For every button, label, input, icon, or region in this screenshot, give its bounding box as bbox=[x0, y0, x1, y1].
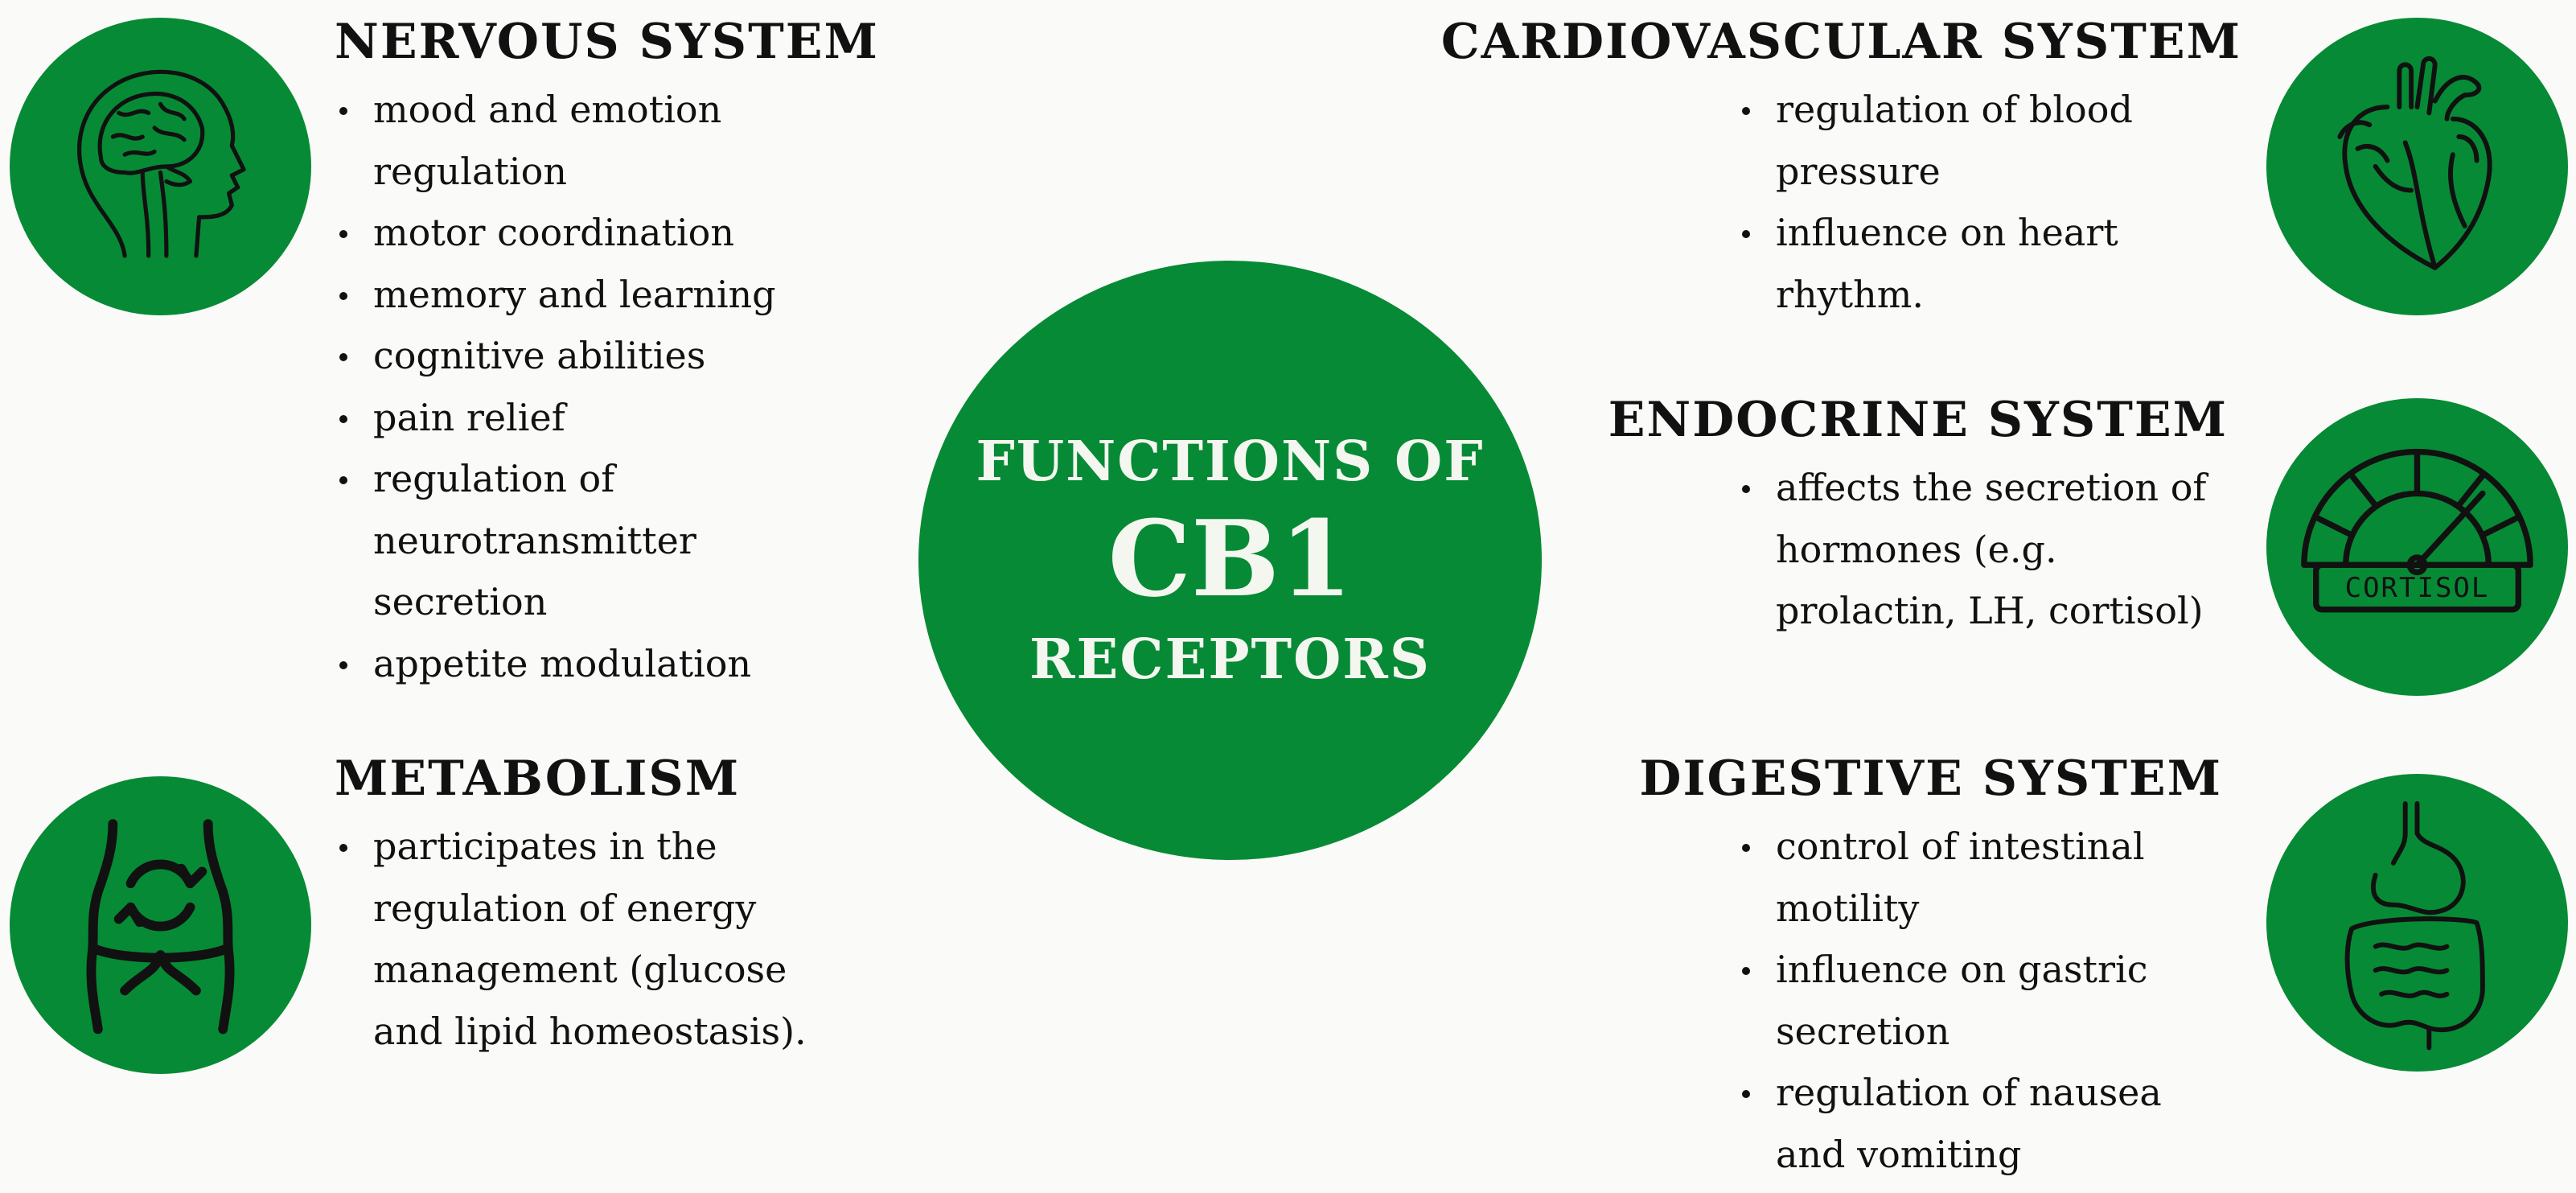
center-circle: FUNCTIONS OF CB1 RECEPTORS bbox=[918, 261, 1542, 860]
body-metabolism-icon bbox=[86, 819, 235, 1035]
brain-head-icon bbox=[77, 69, 246, 258]
list-item: regulation of nausea bbox=[1737, 1062, 2222, 1124]
list-item: regulation of bbox=[335, 448, 879, 510]
cardio-icon-circle bbox=[2266, 18, 2568, 315]
list-item: management (glucose bbox=[373, 948, 787, 991]
list-item: participates in the bbox=[335, 816, 807, 878]
list-item: appetite modulation bbox=[335, 633, 879, 695]
list-item: rhythm. bbox=[1776, 272, 1924, 316]
list-item: affects the secretion of bbox=[1737, 457, 2228, 519]
nervous-icon-circle bbox=[10, 18, 311, 315]
metabolism-title: METABOLISM bbox=[335, 751, 741, 807]
list-item: and lipid homeostasis). bbox=[373, 1009, 807, 1053]
list-item: motor coordination bbox=[335, 202, 879, 264]
list-item: hormones (e.g. bbox=[1776, 527, 2057, 571]
digestive-section: DIGESTIVE SYSTEM control of intestinal m… bbox=[1367, 747, 2222, 1185]
list-item: control of intestinal bbox=[1737, 816, 2222, 878]
nervous-system-section: NERVOUS SYSTEM mood and emotion regulati… bbox=[335, 10, 879, 694]
endocrine-icon-circle: CORTISOL bbox=[2266, 398, 2568, 696]
cortisol-gauge-label: CORTISOL bbox=[2344, 572, 2490, 604]
list-item: regulation bbox=[373, 149, 567, 193]
list-item: influence on gastric bbox=[1737, 939, 2222, 1001]
list-item: regulation of blood bbox=[1737, 79, 2241, 141]
list-item: cognitive abilities bbox=[335, 325, 879, 387]
list-item: secretion bbox=[1776, 1009, 1950, 1053]
list-item: mood and emotion bbox=[335, 79, 879, 141]
endocrine-title: ENDOCRINE SYSTEM bbox=[1608, 392, 2228, 448]
digestive-tract-icon bbox=[2344, 801, 2485, 1051]
center-title-cb1: CB1 bbox=[1107, 496, 1353, 620]
nervous-system-title: NERVOUS SYSTEM bbox=[335, 14, 879, 70]
cardiovascular-section: CARDIOVASCULAR SYSTEM regulation of bloo… bbox=[1367, 10, 2241, 325]
metabolism-icon-circle bbox=[10, 776, 311, 1074]
metabolism-section: METABOLISM participates in the regulatio… bbox=[335, 747, 807, 1062]
cardiovascular-title: CARDIOVASCULAR SYSTEM bbox=[1440, 14, 2241, 70]
list-item: secretion bbox=[373, 580, 548, 623]
list-item: neurotransmitter bbox=[373, 518, 696, 562]
list-item: motility bbox=[1776, 886, 1920, 930]
digestive-title: DIGESTIVE SYSTEM bbox=[1639, 751, 2222, 807]
list-item: prolactin, LH, cortisol) bbox=[1776, 589, 2204, 632]
list-item: pressure bbox=[1776, 149, 1941, 193]
list-item: memory and learning bbox=[335, 264, 879, 326]
heart-icon bbox=[2337, 56, 2492, 270]
cortisol-gauge-icon bbox=[2301, 448, 2533, 613]
center-title-line3: RECEPTORS bbox=[1029, 627, 1431, 692]
list-item: influence on heart bbox=[1737, 202, 2241, 264]
center-title-line1: FUNCTIONS OF bbox=[976, 429, 1485, 494]
list-item: pain relief bbox=[335, 387, 879, 449]
endocrine-section: ENDOCRINE SYSTEM affects the secretion o… bbox=[1367, 388, 2228, 642]
list-item: and vomiting bbox=[1776, 1132, 2022, 1176]
list-item: regulation of energy bbox=[373, 886, 757, 930]
digestive-icon-circle bbox=[2266, 774, 2568, 1072]
